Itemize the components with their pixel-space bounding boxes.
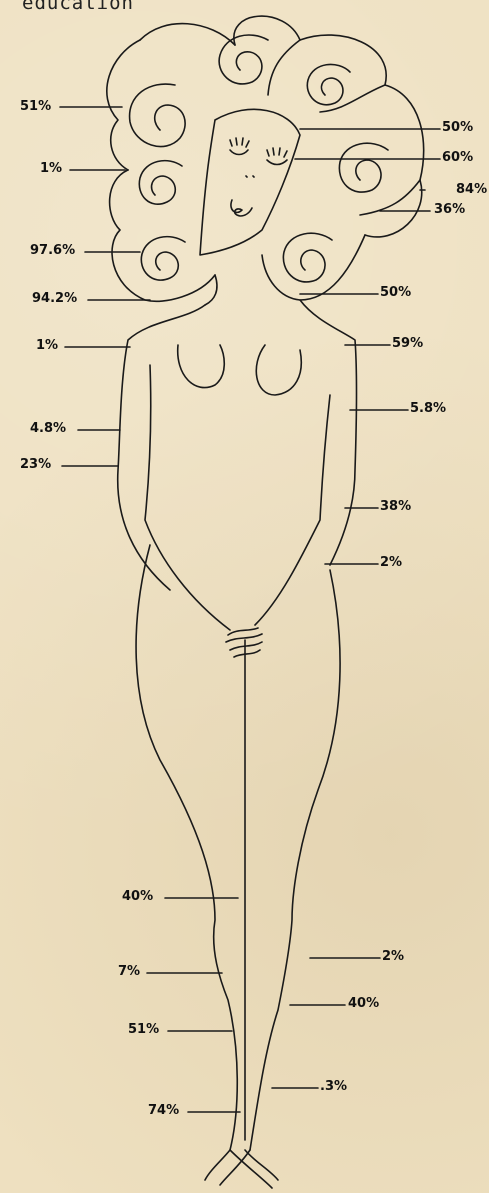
label-50pct-forehead: 50% [442,121,473,135]
label-59pct-shoulder: 59% [392,337,423,351]
label-84pct-hair: 84% [456,183,487,197]
label-51pct-hair: 51% [20,100,51,114]
body-outline [118,300,357,1188]
label-40pct-knee: 40% [122,890,153,904]
label-36pct-hair: 36% [434,203,465,217]
label-23pct-arm: 23% [20,458,51,472]
label-4-8pct-arm: 4.8% [30,422,66,436]
label-5-8pct-chest: 5.8% [410,402,446,416]
label-50pct-neck: 50% [380,286,411,300]
label-97-6pct-hair: 97.6% [30,244,75,258]
hair-curls [107,16,424,305]
label-1pct-hair: 1% [40,162,62,176]
label-40pct-shin: 40% [348,997,379,1011]
label-2pct-knee: 2% [382,950,404,964]
label-1pct-shoulder: 1% [36,339,58,353]
face [200,109,300,255]
label-74pct-ankle: 74% [148,1104,179,1118]
label-94-2pct-hair: 94.2% [32,292,77,306]
label-51pct-calf: 51% [128,1023,159,1037]
label-38pct-forearm: 38% [380,500,411,514]
label-2pct-wrist: 2% [380,556,402,570]
label-0-3pct-ankle: .3% [320,1080,347,1094]
label-7pct-shin: 7% [118,965,140,979]
label-60pct-eyes: 60% [442,151,473,165]
